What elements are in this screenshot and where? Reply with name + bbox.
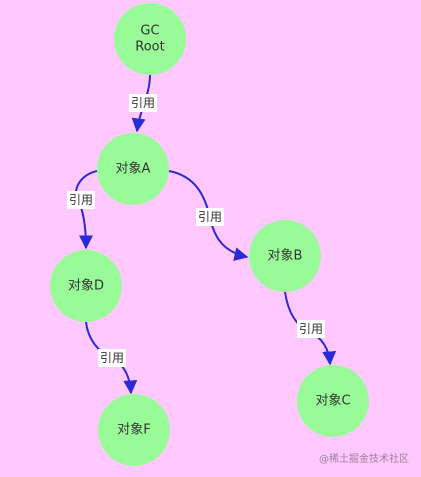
- edge-label-text: 引用: [299, 322, 323, 336]
- edge-label: 引用: [129, 94, 157, 112]
- edge-label: 引用: [196, 208, 224, 226]
- edge-label-background: [98, 349, 126, 367]
- node-label: 对象B: [268, 249, 303, 264]
- node-label: 对象C: [315, 394, 350, 409]
- edge-label: 引用: [98, 349, 126, 367]
- node-object-b: 对象B: [249, 220, 321, 292]
- node-label: 对象D: [68, 279, 104, 294]
- node-circle: [297, 365, 369, 437]
- edge-label-text: 引用: [131, 96, 155, 110]
- node-label: 对象F: [117, 423, 150, 438]
- node-label: Root: [135, 40, 164, 55]
- edge-label-background: [297, 320, 325, 338]
- edge-label-background: [67, 191, 95, 209]
- node-circle: [97, 133, 169, 205]
- node-circle: [114, 3, 186, 75]
- node-circle: [249, 220, 321, 292]
- edge-object-a-to-object-d: [75, 170, 98, 250]
- edge-label-text: 引用: [198, 210, 222, 224]
- node-circle: [98, 394, 170, 466]
- edge-label-text: 引用: [69, 193, 93, 207]
- node-object-c: 对象C: [297, 365, 369, 437]
- edge-label: 引用: [297, 320, 325, 338]
- watermark: @稀土掘金技术社区: [319, 454, 409, 465]
- node-circle: [50, 250, 122, 322]
- node-label: 对象A: [116, 162, 151, 177]
- node-object-f: 对象F: [98, 394, 170, 466]
- edge-label-background: [196, 208, 224, 226]
- edge-label: 引用: [67, 191, 95, 209]
- edge-label-background: [129, 94, 157, 112]
- node-object-a: 对象A: [97, 133, 169, 205]
- node-object-d: 对象D: [50, 250, 122, 322]
- edge-label-text: 引用: [100, 351, 124, 365]
- node-label: GC: [140, 24, 159, 39]
